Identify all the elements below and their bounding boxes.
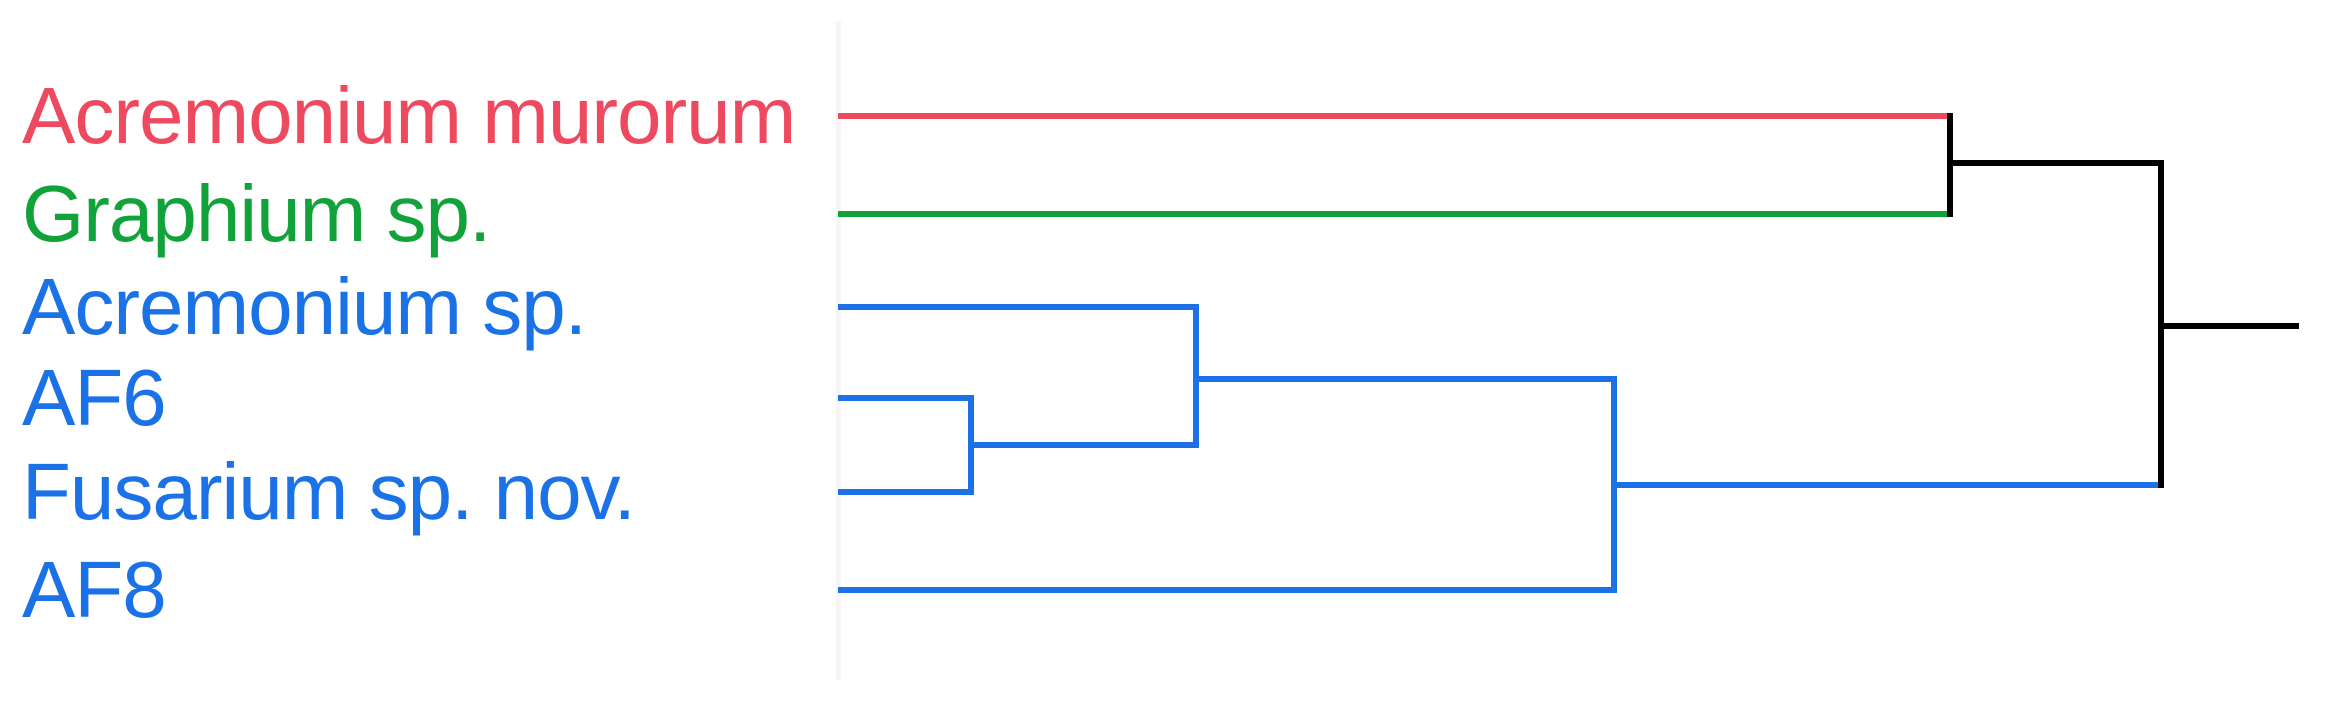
leaf-label-acremonium-murorum: Acremonium murorum — [22, 71, 796, 160]
leaf-label-af8: AF8 — [22, 545, 167, 634]
axis-baseline — [836, 21, 841, 680]
branch-segment-horizontal — [838, 211, 1951, 217]
branch-segment-horizontal — [968, 442, 1199, 448]
branch-segment-horizontal — [838, 113, 1951, 119]
branch-segment-horizontal — [838, 489, 974, 495]
branch-segment-horizontal — [1611, 482, 2164, 488]
leaf-label-graphium-sp: Graphium sp. — [22, 169, 491, 258]
branch-segment-horizontal — [1947, 160, 2164, 166]
leaf-label-fusarium-sp-nov: Fusarium sp. nov. — [22, 447, 636, 536]
branch-segment-horizontal — [2158, 323, 2299, 329]
branch-segment-horizontal — [838, 587, 1617, 593]
branch-segment-horizontal — [1193, 376, 1617, 382]
branch-segment-horizontal — [838, 304, 1199, 310]
leaf-label-acremonium-sp: Acremonium sp. — [22, 262, 587, 351]
leaf-label-af6: AF6 — [22, 353, 167, 442]
branch-segment-horizontal — [838, 395, 974, 401]
